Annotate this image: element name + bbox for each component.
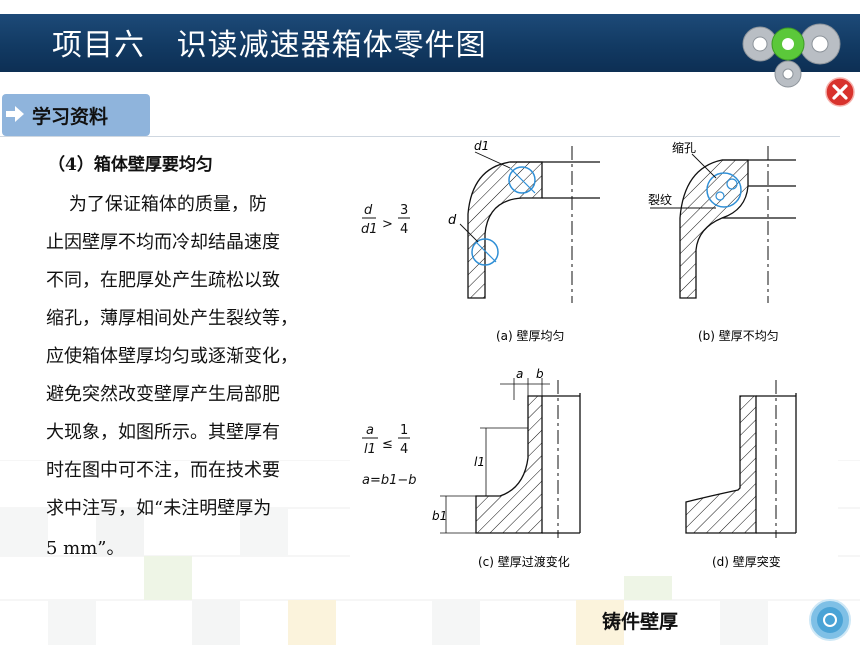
divider bbox=[0, 136, 840, 137]
close-icon[interactable] bbox=[825, 77, 855, 107]
label-d1: d1 bbox=[474, 139, 489, 153]
formula-a-den: d1 bbox=[361, 222, 378, 237]
formula-c-rhs-num: 1 bbox=[400, 423, 408, 438]
label-suokong: 缩孔 bbox=[672, 140, 696, 155]
home-icon[interactable] bbox=[808, 598, 852, 642]
paragraph-line: 5 mm”。 bbox=[46, 538, 125, 559]
study-materials-tab[interactable]: 学习资料 bbox=[2, 94, 152, 136]
label-a: a bbox=[516, 367, 523, 381]
title-bar: 项目六 识读减速器箱体零件图 bbox=[0, 14, 860, 72]
paragraph-line: 避免突然改变壁厚产生局部肥 bbox=[46, 384, 280, 405]
paragraph-line: 大现象，如图所示。其壁厚有 bbox=[46, 422, 280, 443]
label-b1: b1 bbox=[432, 509, 447, 523]
label-d: d bbox=[448, 213, 457, 228]
bottom-caption: 铸件壁厚 bbox=[602, 611, 679, 633]
formula-c: a l1 ≤ 1 4 a=b1−b bbox=[362, 423, 417, 488]
formula-a: d d1 > 3 4 bbox=[361, 203, 410, 237]
caption-a: (a) 壁厚均匀 bbox=[496, 328, 565, 343]
label-liewen: 裂纹 bbox=[648, 193, 672, 207]
gears-icon bbox=[742, 23, 841, 88]
caption-b: (b) 壁厚不均匀 bbox=[698, 328, 779, 343]
checker-background bbox=[0, 460, 860, 645]
formula-a-rhs-den: 4 bbox=[400, 222, 408, 237]
arrow-right-icon bbox=[6, 106, 24, 122]
section-heading: （4）箱体壁厚要均匀 bbox=[48, 155, 213, 175]
formula-c-op: ≤ bbox=[382, 437, 393, 452]
formula-c-rhs-den: 4 bbox=[400, 442, 408, 457]
paragraph-line: 为了保证箱体的质量，防 bbox=[46, 194, 267, 215]
formula-a-op: > bbox=[382, 217, 393, 232]
formula-c-den: l1 bbox=[364, 442, 376, 457]
paragraph-line: 缩孔，薄厚相间处产生裂纹等， bbox=[46, 308, 298, 329]
formula-a-rhs-num: 3 bbox=[400, 203, 408, 218]
label-l1: l1 bbox=[474, 455, 485, 469]
formula-c-line2: a=b1−b bbox=[362, 473, 417, 488]
paragraph-line: 应使箱体壁厚均匀或逐渐变化， bbox=[46, 346, 298, 367]
fig-b-uneven-wall: 缩孔 裂纹 (b) 壁厚不均匀 bbox=[648, 140, 796, 343]
paragraph-line: 时在图中可不注，而在技术要 bbox=[46, 460, 280, 481]
formula-c-num: a bbox=[366, 423, 374, 438]
paragraph-line: 止因壁厚不均而冷却结晶速度 bbox=[46, 232, 280, 253]
formula-a-num: d bbox=[364, 203, 373, 218]
caption-d: (d) 壁厚突变 bbox=[712, 554, 781, 569]
fig-a-even-wall: d1 d (a) 壁厚均匀 bbox=[448, 139, 600, 343]
caption-c: (c) 壁厚过渡变化 bbox=[478, 554, 570, 569]
casting-wall-thickness-figure: d d1 > 3 4 d1 d (a) 壁厚均匀 缩孔 裂纹 bbox=[350, 138, 838, 576]
tab-label: 学习资料 bbox=[32, 106, 109, 128]
tab-background bbox=[2, 94, 150, 136]
page-title: 项目六 识读减速器箱体零件图 bbox=[52, 28, 487, 63]
paragraph-line: 不同，在肥厚处产生疏松以致 bbox=[46, 270, 280, 291]
fig-d-abrupt-wall: (d) 壁厚突变 bbox=[685, 380, 797, 569]
fig-c-gradual-wall: a b l1 b1 (c) 壁厚过渡变化 bbox=[432, 367, 581, 569]
label-b: b bbox=[536, 367, 544, 381]
paragraph-line: 求中注写，如“未注明壁厚为 bbox=[46, 498, 272, 519]
